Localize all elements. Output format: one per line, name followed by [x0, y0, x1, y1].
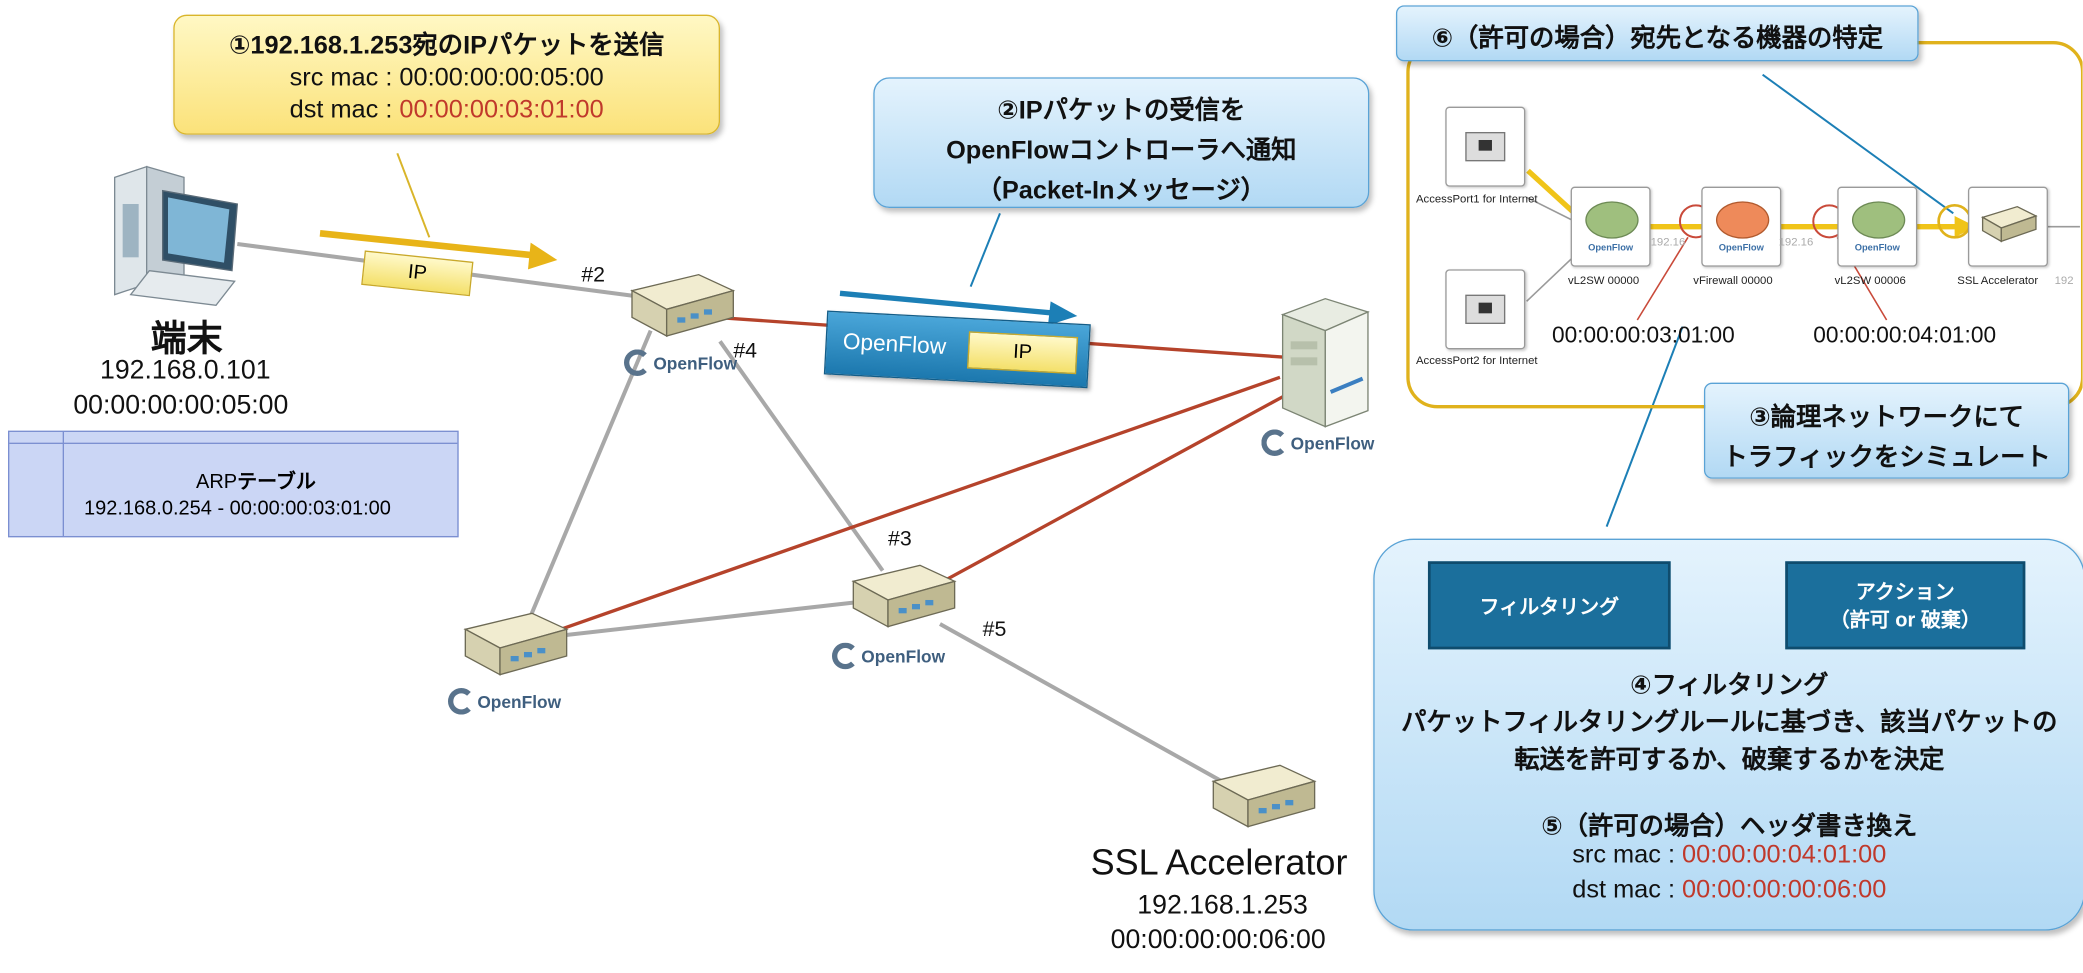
- step4-title: ④フィルタリング: [1630, 671, 1829, 700]
- ip-fragment-3: 192: [2054, 273, 2074, 287]
- firewall-icon: [1715, 201, 1770, 239]
- vfirewall-label: vFirewall 00000: [1693, 273, 1773, 287]
- link-s2-s1: [528, 329, 653, 617]
- vfirewall-node: OpenFlow: [1701, 186, 1782, 267]
- ctrl-link-s3: [932, 393, 1288, 589]
- openflow-packet-inner: IP: [966, 331, 1079, 375]
- step4-line1: パケットフィルタリングルールに基づき、該当パケットの: [1401, 709, 2058, 738]
- callout2-pointer: [969, 212, 1001, 288]
- ctrl-link-s1: [548, 375, 1281, 635]
- callout-step3: ③論理ネットワークにて トラフィックをシミュレート: [1703, 382, 2070, 479]
- vl2sw-1-node: OpenFlow: [1570, 186, 1651, 267]
- openflow-logo-s2: OpenFlow: [623, 349, 737, 376]
- vl2sw-2-label: vL2SW 00006: [1834, 273, 1906, 287]
- action-box: アクション （許可 or 破棄）: [1785, 561, 2026, 650]
- switch-3-label: #3: [887, 527, 912, 551]
- mac1-pointer: [1636, 236, 1689, 321]
- callout3-line2: トラフィックをシミュレート: [1722, 443, 2051, 472]
- callout6-title: ⑥（許可の場合）宛先となる機器の特定: [1431, 25, 1883, 54]
- switch-2-icon: [630, 273, 736, 338]
- step4-line2: 転送を許可するか、破棄するかを決定: [1514, 746, 1945, 775]
- openflow-logo-icon: [1261, 429, 1288, 456]
- logical-mac-1: 00:00:00:03:01:00: [1551, 322, 1735, 348]
- arp-table-entry: 192.168.0.254 - 00:00:00:03:01:00: [83, 497, 391, 520]
- vfirewall-openflow: OpenFlow: [1718, 243, 1764, 254]
- link-s2-s3: [718, 340, 885, 572]
- switch-2-label: #2: [581, 263, 606, 287]
- link-s1-s3: [557, 600, 854, 638]
- callout-step1: ①192.168.1.253宛のIPパケットを送信 src mac : 00:0…: [173, 14, 720, 135]
- packet-in-arrowhead: [1047, 301, 1078, 326]
- callout2-line3: （Packet-Inメッセージ）: [976, 177, 1267, 206]
- link-s3-ssl: [939, 622, 1228, 786]
- openflow-logo-icon: [447, 687, 475, 715]
- arp-table: ARPテーブル 192.168.0.254 - 00:00:00:03:01:0…: [7, 430, 459, 538]
- action-line1: アクション: [1855, 581, 1955, 604]
- openflow-logo-icon: [623, 349, 651, 376]
- callout1-dst: dst mac : 00:00:00:03:01:00: [289, 95, 604, 124]
- callout-step6: ⑥（許可の場合）宛先となる機器の特定: [1395, 5, 1919, 62]
- router-icon: [1851, 201, 1906, 239]
- vl2sw-1-label: vL2SW 00000: [1567, 273, 1640, 287]
- switch-3-icon: [851, 564, 957, 628]
- ssl-ip: 192.168.1.253: [1137, 890, 1308, 920]
- vl2sw-2-node: OpenFlow: [1837, 186, 1918, 267]
- filter-panel: フィルタリング アクション （許可 or 破棄） ④フィルタリング パケットフィ…: [1373, 538, 2083, 931]
- port-icon: [1465, 294, 1506, 324]
- filtering-box: フィルタリング: [1427, 561, 1671, 650]
- terminal-name: 端末: [150, 318, 223, 359]
- access-port-1-label: AccessPort1 for Internet: [1415, 191, 1538, 206]
- callout2-line1: ②IPパケットの受信を: [997, 97, 1246, 126]
- packet-arrow: [319, 230, 541, 260]
- ip-fragment-1: 192.16: [1778, 234, 1814, 248]
- router-icon: [1585, 201, 1639, 239]
- openflow-packet-label: OpenFlow: [842, 328, 947, 360]
- callout3-line1: ③論理ネットワークにて: [1749, 403, 2025, 432]
- switch-4-label: #4: [733, 339, 758, 363]
- callout1-title: ①192.168.1.253宛のIPパケットを送信: [228, 31, 665, 60]
- openflow-logo-s3: OpenFlow: [831, 642, 945, 670]
- terminal-ip: 192.168.0.101: [99, 355, 271, 386]
- openflow-logo-controller: OpenFlow: [1261, 429, 1374, 456]
- callout6-pointer: [1762, 73, 1954, 215]
- ssl-accelerator-icon: [1211, 764, 1317, 828]
- callout2-line2: OpenFlowコントローラへ通知: [946, 137, 1297, 166]
- step5-title: ⑤（許可の場合）ヘッダ書き換え: [1541, 813, 1918, 842]
- openflow-packet: OpenFlow IP: [823, 310, 1091, 389]
- openflow-logo-s1: OpenFlow: [447, 687, 561, 715]
- logical-traffic-arrowhead: [1954, 215, 1976, 238]
- packet-arrowhead: [527, 242, 558, 270]
- switch-1-icon: [463, 612, 569, 676]
- openflow-controller-icon: [1280, 297, 1370, 428]
- step5-src: src mac : 00:00:00:04:01:00: [1572, 841, 1887, 870]
- ssl-name: SSL Accelerator: [1090, 842, 1348, 883]
- access-port-2-label: AccessPort2 for Internet: [1415, 353, 1538, 367]
- access-port-1-node: [1445, 106, 1526, 187]
- ip-fragment-2: 192.16: [1650, 234, 1686, 248]
- packet-in-arrow: [839, 290, 1057, 316]
- arp-table-title: ARPテーブル: [195, 470, 316, 494]
- callout1-src: src mac : 00:00:00:00:05:00: [289, 63, 604, 92]
- callout1-pointer: [396, 152, 431, 238]
- vl2sw-1-openflow: OpenFlow: [1588, 243, 1634, 254]
- access-port-2-node: [1445, 269, 1526, 350]
- vl2sw-2-openflow: OpenFlow: [1854, 243, 1900, 254]
- ssl-logical-label: SSL Accelerator: [1957, 273, 2039, 287]
- terminal-mac: 00:00:00:00:05:00: [73, 390, 289, 420]
- logical-mac-2: 00:00:00:04:01:00: [1813, 322, 1997, 348]
- terminal-pc-icon: [113, 165, 239, 307]
- callout4-pointer: [1605, 326, 1684, 528]
- port-icon: [1465, 131, 1506, 162]
- callout-step2: ②IPパケットの受信を OpenFlowコントローラへ通知 （Packet-In…: [873, 77, 1370, 208]
- ssl-accelerator-logical-node: [1967, 186, 2048, 267]
- step5-dst: dst mac : 00:00:00:00:06:00: [1572, 875, 1887, 904]
- switch-5-label: #5: [982, 618, 1007, 642]
- action-line2: （許可 or 破棄）: [1829, 609, 1981, 632]
- ssl-accelerator-mini-icon: [1980, 205, 2038, 243]
- ssl-mac: 00:00:00:00:06:00: [1110, 925, 1326, 955]
- openflow-logo-icon: [831, 642, 859, 670]
